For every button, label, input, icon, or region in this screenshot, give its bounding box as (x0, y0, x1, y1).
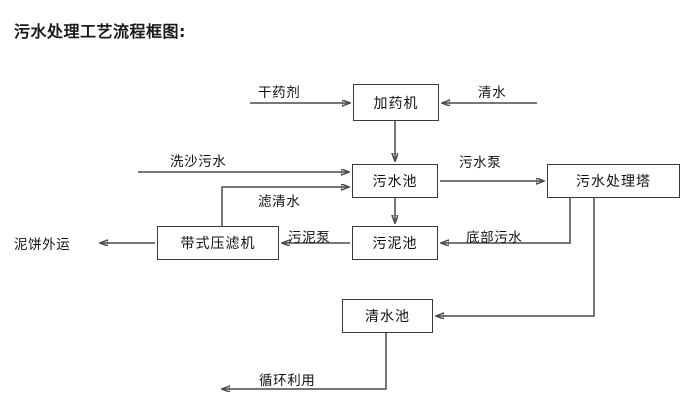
edge-label-bottom-sewage: 底部污水 (466, 230, 523, 246)
node-dosing-machine-label: 加药机 (373, 95, 419, 112)
wire-filtrate-to-sewage-pool (221, 187, 349, 226)
terminal-label-mud-cake-transport: 泥饼外运 (14, 237, 71, 253)
node-treatment-tower-label: 污水处理塔 (576, 174, 651, 190)
edge-label-sewage-pump: 污水泵 (459, 155, 502, 171)
edge-label-sludge-pump: 污泥泵 (288, 230, 331, 246)
node-belt-filter-press-label: 带式压滤机 (180, 236, 256, 252)
node-dosing-machine[interactable]: 加药机 (353, 84, 439, 121)
edge-label-filtrate-water: 滤清水 (258, 194, 301, 210)
node-clean-water-pool[interactable]: 清水池 (342, 299, 433, 333)
node-clean-water-pool-label: 清水池 (365, 309, 410, 325)
node-sludge-pool[interactable]: 污泥池 (352, 226, 438, 260)
wire-tower-to-clean-pool (436, 198, 595, 316)
wire-tower-bottom-water-to-sludge-pool (441, 198, 571, 243)
wire-clean-pool-to-recycle (222, 333, 387, 389)
node-sewage-pool[interactable]: 污水池 (352, 164, 438, 198)
edge-label-recycle-reuse: 循环利用 (259, 373, 316, 389)
edge-label-sand-washing-sewage: 洗沙污水 (170, 154, 227, 170)
edge-label-clean-water-input: 清水 (478, 85, 507, 101)
page-title: 污水处理工艺流程框图: (14, 22, 186, 41)
node-treatment-tower[interactable]: 污水处理塔 (547, 164, 680, 198)
node-sludge-pool-label: 污泥池 (372, 236, 418, 252)
node-sewage-pool-label: 污水池 (372, 174, 418, 190)
edge-label-dry-agent: 干药剂 (258, 85, 301, 101)
node-belt-filter-press[interactable]: 带式压滤机 (157, 226, 279, 260)
